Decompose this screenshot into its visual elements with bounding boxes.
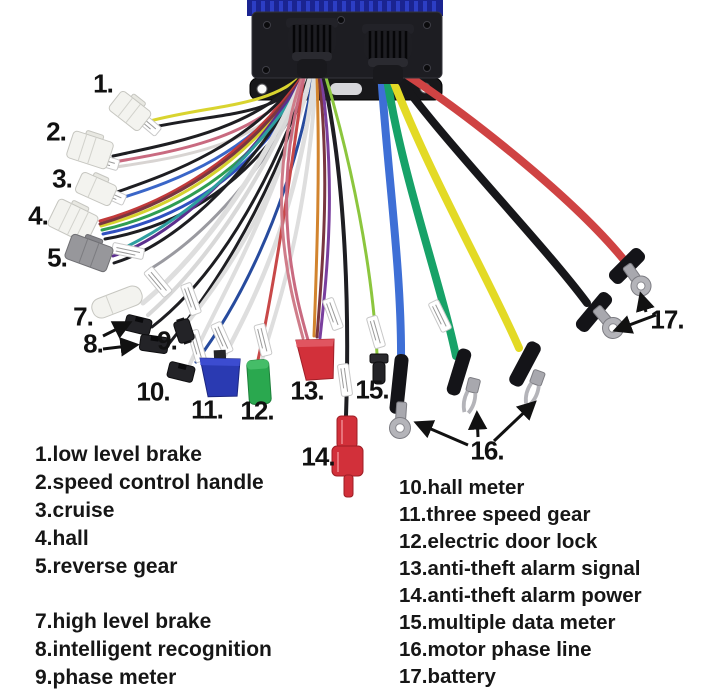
connector-11 (199, 349, 241, 398)
wire-marker-9: 9. (157, 325, 178, 356)
connector-15 (369, 353, 389, 385)
fork-terminal-phase-green (461, 377, 481, 415)
wire-marker-12: 12. (240, 395, 274, 426)
legend-item-14: 14.anti-theft alarm power (399, 584, 642, 607)
arrow-8-upper (102, 321, 133, 339)
controller-faceplate (251, 11, 443, 79)
connector-9 (173, 317, 195, 345)
legend-right: 10.hall meter 11.three speed gear 12.ele… (399, 474, 642, 690)
legend-item-9: 9.phase meter (35, 666, 177, 689)
wire-marker-13: 13. (290, 375, 324, 406)
wire-marker-10: 10. (136, 376, 170, 407)
connector-1 (108, 90, 152, 132)
legend-item-3: 3.cruise (35, 499, 115, 522)
legend-item-13: 13.anti-theft alarm signal (399, 557, 641, 580)
connector-10 (166, 361, 196, 383)
wire-motor-phase-yellow (386, 68, 523, 352)
wire-marker-14: 14. (301, 441, 335, 472)
arrow-16-middle (467, 410, 488, 438)
legend-item-4: 4.hall (35, 527, 89, 550)
connector-2 (66, 130, 114, 170)
wire-tags (86, 107, 452, 397)
connector-13 (295, 338, 335, 381)
legend-item-11: 11.three speed gear (399, 503, 591, 526)
wire-battery-red (392, 64, 628, 264)
wire-marker-8: 8. (83, 328, 104, 359)
cable-gland-right (362, 24, 414, 84)
wire-motor-phase-blue (377, 66, 406, 366)
wire-marker-1: 1. (93, 68, 114, 99)
legend-item-7: 7.high level brake (35, 610, 212, 633)
wire-battery-black (389, 66, 591, 307)
cable-gland-left (286, 18, 338, 78)
legend-item-15: 15.multiple data meter (399, 611, 616, 634)
faceplate-screws (262, 16, 431, 74)
wire-marker-5: 5. (47, 242, 68, 273)
legend-item-12: 12.electric door lock (399, 530, 598, 553)
legend-item-17: 17.battery (399, 665, 496, 688)
legend-item-10: 10.hall meter (399, 476, 525, 499)
wire-marker-17: 17. (650, 304, 684, 335)
connector-5 (64, 233, 114, 273)
legend-item-1: 1.low level brake (35, 443, 202, 466)
connector-8b (138, 334, 170, 354)
arrow-16-right (492, 400, 537, 443)
wire-marker-4: 4. (28, 200, 49, 231)
arrow-17-up (636, 291, 655, 313)
wire-marker-11: 11. (191, 394, 224, 425)
legend-left: 1.low level brake 2.speed control handle… (35, 441, 272, 692)
connector-12 (246, 359, 272, 405)
heatsink-fins (252, 1, 436, 14)
wire-marker-15: 15. (355, 374, 389, 405)
connector-14 (331, 415, 364, 498)
connector-7 (91, 285, 143, 319)
ring-terminal-battery-red (622, 262, 652, 297)
arrow-17-left (612, 313, 657, 334)
annotation-arrows (102, 291, 657, 447)
legend-item-16: 16.motor phase line (399, 638, 592, 661)
wire-marker-7: 7. (73, 301, 94, 332)
legend-item-8: 8.intelligent recognition (35, 638, 272, 661)
connector-4 (47, 198, 99, 244)
legend-item-5: 5.reverse gear (35, 555, 178, 578)
legend-item-2: 2.speed control handle (35, 471, 264, 494)
wire-marker-3: 3. (52, 163, 73, 194)
wire-marker-16: 16. (470, 435, 504, 466)
ring-terminal-hall-meter (389, 401, 411, 439)
wire-marker-2: 2. (46, 116, 67, 147)
arrow-8-lower (102, 337, 140, 357)
connector-3 (74, 172, 118, 206)
controller-box (247, 0, 443, 84)
arrow-16-left (413, 420, 469, 447)
